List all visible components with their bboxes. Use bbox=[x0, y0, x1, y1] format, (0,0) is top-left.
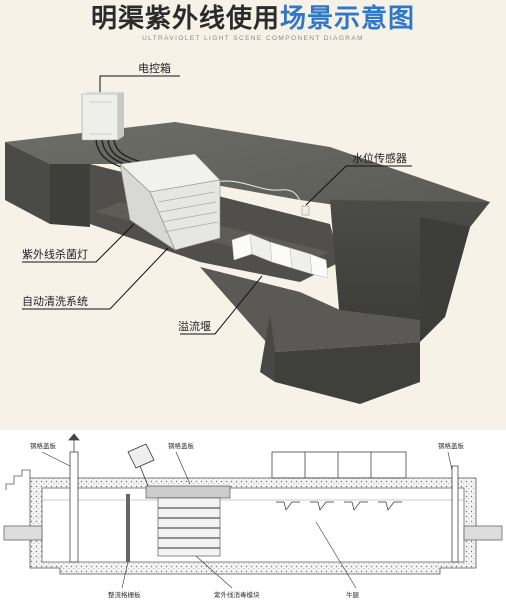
label-grating-right: 钢格盖板 bbox=[438, 441, 465, 450]
control-box bbox=[81, 92, 124, 141]
leader-flow-plate bbox=[121, 561, 129, 589]
uv-lamp-leader bbox=[22, 223, 135, 263]
cross-section-diagram: 钢格盖板 钢格盖板 钢格盖板 整流格栅板 紫外线消毒模块 牛腿 bbox=[0, 430, 506, 606]
control-box-leader bbox=[99, 75, 180, 92]
channel-interior bbox=[41, 487, 465, 563]
level-post bbox=[68, 433, 80, 563]
right-wall-face bbox=[420, 217, 470, 320]
auto-clean-leader bbox=[22, 247, 169, 310]
label-uv-module: 紫外线消毒模块 bbox=[214, 590, 260, 599]
label-weir: 牛腿 bbox=[346, 590, 360, 599]
level-sensor-device bbox=[301, 205, 310, 216]
grating-cover bbox=[271, 451, 407, 479]
section-control-box bbox=[127, 443, 155, 487]
weir-leader bbox=[180, 275, 263, 335]
uv-lamp-module bbox=[119, 153, 221, 251]
label-grating-left: 钢格盖板 bbox=[30, 441, 57, 450]
label-level-sensor: 水位传感器 bbox=[352, 151, 407, 165]
left-block bbox=[5, 142, 50, 224]
flow-plate bbox=[126, 494, 130, 562]
left-block-front bbox=[50, 164, 90, 227]
title-part-2: 场景示意图 bbox=[280, 4, 416, 34]
page-title: 明渠紫外线使用场景示意图 bbox=[0, 4, 506, 34]
title-part-1: 明渠紫外线使用 bbox=[90, 4, 280, 34]
label-auto-clean: 自动清洗系统 bbox=[22, 295, 88, 308]
label-overflow-weir: 溢流堰 bbox=[178, 319, 211, 333]
label-uv-lamp: 紫外线杀菌灯 bbox=[22, 247, 88, 261]
header: 明渠紫外线使用场景示意图 ULTRAVIOLET LIGHT SCENE COM… bbox=[0, 0, 506, 52]
right-post bbox=[451, 465, 459, 563]
outlet-pipe bbox=[463, 525, 503, 541]
level-sensor-leader bbox=[305, 165, 412, 206]
overflow-weir bbox=[231, 233, 329, 279]
page-subtitle: ULTRAVIOLET LIGHT SCENE COMPONENT DIAGRA… bbox=[142, 35, 364, 42]
leader-grating-right bbox=[447, 451, 453, 471]
inlet-pipe bbox=[3, 525, 43, 541]
3d-scene-diagram: 电控箱 水位传感器 紫外线杀菌灯 自动清洗系统 溢流堰 bbox=[0, 52, 506, 424]
label-flow-plate: 整流格栅板 bbox=[108, 590, 141, 599]
leader-uv-module bbox=[195, 555, 233, 589]
leader-grating-mid bbox=[175, 451, 191, 485]
label-control-box: 电控箱 bbox=[138, 61, 171, 75]
sensor-cable bbox=[214, 180, 306, 209]
left-stairs bbox=[5, 469, 31, 490]
leader-weir bbox=[315, 521, 357, 589]
leader-grating-left bbox=[41, 451, 71, 467]
label-grating-mid: 钢格盖板 bbox=[168, 441, 195, 450]
section-uv-module bbox=[145, 485, 231, 557]
lower-block-top bbox=[200, 267, 420, 352]
weir-troughs bbox=[276, 501, 402, 511]
lower-block-front bbox=[275, 342, 420, 404]
lower-block-side bbox=[260, 314, 275, 382]
